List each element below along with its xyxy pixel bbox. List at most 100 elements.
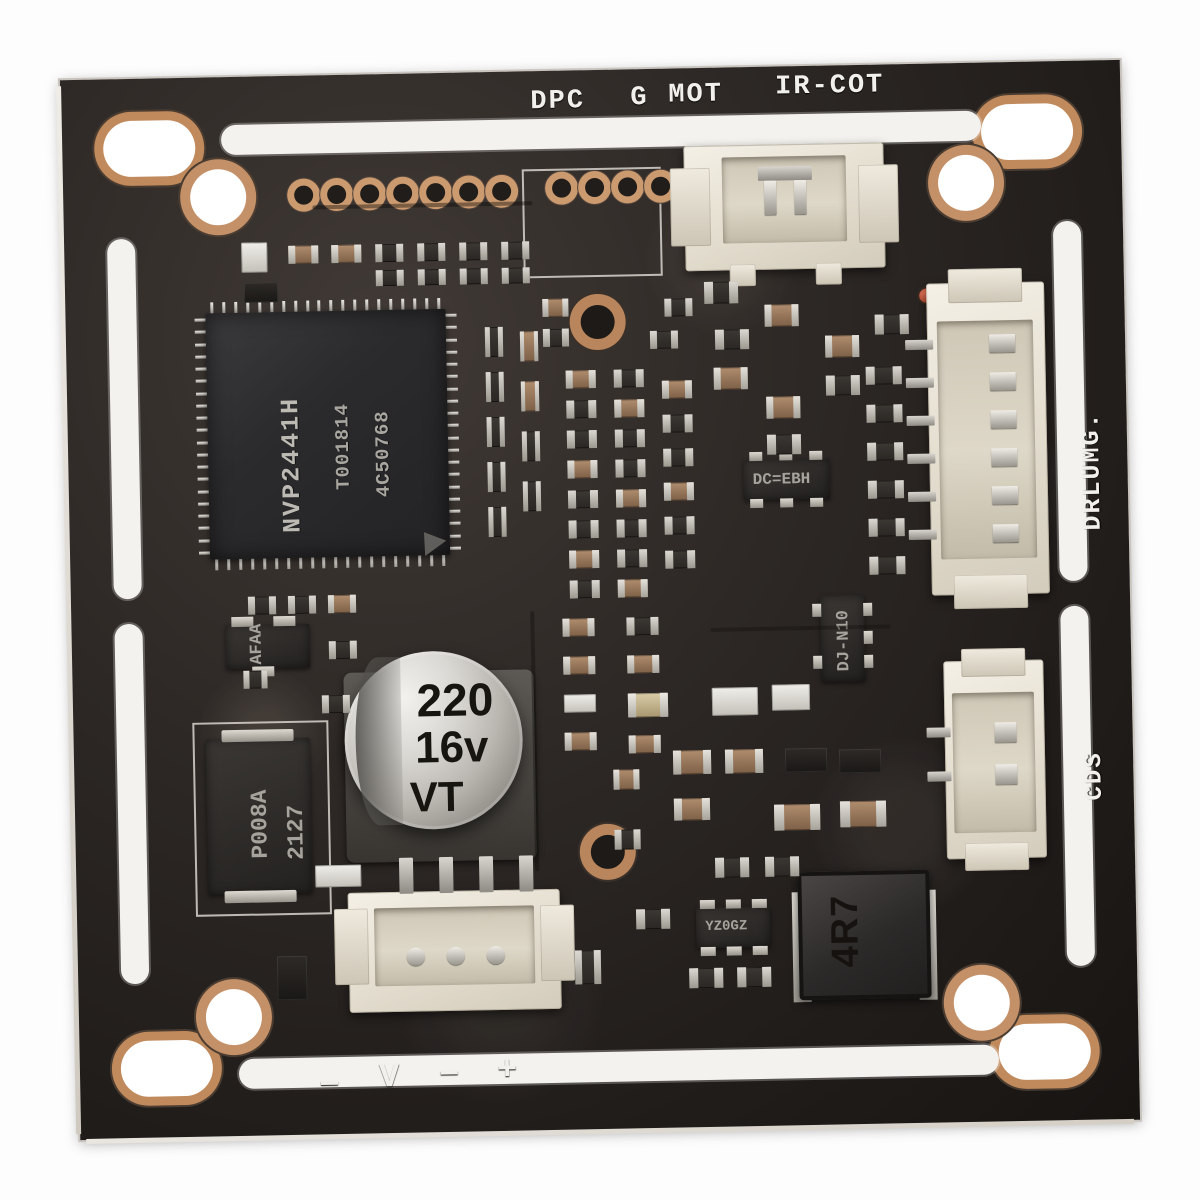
connector-cavity: [951, 691, 1037, 834]
silk-dpc: DPC: [530, 86, 586, 118]
smd-capacitor: [564, 732, 597, 751]
soic-ic: DC=EBH: [743, 450, 831, 509]
sot-lead: [726, 946, 742, 956]
connector-pin[interactable]: [991, 485, 1019, 505]
connector-cavity: [936, 319, 1038, 560]
sot-lead: [863, 602, 873, 616]
through-hole[interactable]: [458, 182, 479, 202]
smd-capacitor: [663, 482, 695, 501]
main-processor-qfp: NVP2441H T001814 4C50768: [194, 298, 462, 571]
smd-capacitor: [724, 748, 764, 774]
smd-capacitor: [764, 304, 799, 327]
connector-post: [478, 856, 494, 893]
connector-pin[interactable]: [995, 764, 1018, 785]
connector-tab-top: [961, 647, 1026, 678]
through-hole[interactable]: [584, 177, 605, 198]
smd-capacitor: [288, 245, 319, 264]
through-hole[interactable]: [326, 184, 347, 205]
smd-resistor: [417, 242, 446, 262]
smd-resistor: [867, 442, 904, 461]
connector-lead: [906, 415, 935, 427]
smd-resistor: [825, 374, 861, 396]
through-hole[interactable]: [551, 178, 572, 198]
connector-pin[interactable]: [988, 333, 1016, 353]
soic-marking: DC=EBH: [752, 469, 811, 490]
connector-lead: [907, 491, 937, 503]
smd-resistor: [665, 550, 696, 569]
smd-resistor: [485, 371, 505, 403]
silk-mot: MOT: [668, 79, 724, 111]
smd-capacitor: [824, 334, 860, 358]
sot-package-left: AFAA: [225, 615, 311, 677]
smd-resistor: [865, 366, 902, 385]
smd-capacitor: [773, 803, 821, 831]
sot-left-marking: AFAA: [247, 623, 268, 665]
connector-6pin-right[interactable]: [905, 267, 1050, 610]
smd-resistor: [616, 519, 647, 538]
smd-resistor: [486, 416, 506, 448]
connector-pin[interactable]: [763, 180, 777, 215]
through-hole[interactable]: [491, 181, 512, 201]
sot-lead: [863, 630, 873, 644]
smd-part: [315, 864, 362, 888]
connector-lead: [905, 377, 934, 389]
smd-capacitor: [241, 242, 268, 273]
connector-post: [438, 856, 454, 894]
connector-cds[interactable]: [926, 647, 1048, 872]
regulator-marking-line1: P008A: [246, 789, 274, 859]
connector-pin[interactable]: [994, 722, 1017, 743]
smd-resistor: [459, 242, 488, 261]
smd-resistor: [487, 461, 506, 493]
smd-resistor: [626, 616, 659, 636]
through-hole[interactable]: [425, 182, 446, 203]
through-hole[interactable]: [359, 184, 380, 204]
connector-power-bottom[interactable]: [333, 855, 576, 1013]
smd-capacitor: [672, 749, 712, 775]
connector-pin[interactable]: [989, 371, 1017, 391]
soic-lead: [749, 451, 763, 462]
smd-resistor: [328, 640, 358, 660]
through-hole[interactable]: [392, 183, 413, 203]
soic-lead: [780, 498, 794, 508]
smd-resistor: [615, 459, 646, 478]
connector-pin[interactable]: [793, 179, 807, 215]
smd-resistor: [375, 243, 404, 263]
header-group-4pin[interactable]: [551, 176, 671, 198]
connector-lead: [926, 727, 951, 738]
connector-ir-cut[interactable]: [669, 142, 900, 287]
through-hole[interactable]: [650, 176, 671, 196]
regulator-marking-line2: 2127: [282, 804, 310, 861]
smd-resistor: [569, 580, 600, 599]
connector-pin[interactable]: [990, 409, 1017, 429]
smd-resistor: [662, 414, 693, 433]
smd-resistor: [542, 328, 570, 348]
smd-resistor: [567, 490, 599, 509]
connector-pin[interactable]: [992, 523, 1019, 543]
smd-resistor: [613, 369, 644, 388]
smd-capacitor: [563, 694, 597, 713]
sot-lead: [752, 945, 768, 956]
smd-resistor: [614, 429, 646, 448]
voltage-regulator-sot: P008A 2127: [205, 728, 313, 904]
smd-resistor: [501, 241, 530, 260]
connector-wing-left: [333, 908, 370, 986]
smd-capacitor: [661, 380, 693, 399]
smd-capacitor: [766, 396, 801, 419]
chip-marking-line3: 4C50768: [371, 410, 395, 498]
smd-capacitor: [839, 800, 887, 828]
smd-capacitor: [627, 692, 669, 718]
smd-capacitor: [331, 244, 362, 264]
silk-v: V: [378, 1058, 402, 1098]
connector-tab-top: [947, 267, 1023, 304]
smd-resistor: [501, 267, 530, 284]
silk-cds: CDS: [1080, 751, 1109, 801]
sot-lead: [699, 899, 715, 910]
sot-lead: [751, 898, 767, 909]
connector-pin[interactable]: [991, 447, 1018, 467]
connector-lead: [908, 529, 937, 541]
sot-lead: [864, 654, 874, 668]
sot23-diode: DJ-N10: [812, 594, 874, 682]
corner-slot-top-right: [980, 102, 1074, 161]
through-hole[interactable]: [617, 177, 638, 197]
through-hole[interactable]: [293, 185, 314, 205]
